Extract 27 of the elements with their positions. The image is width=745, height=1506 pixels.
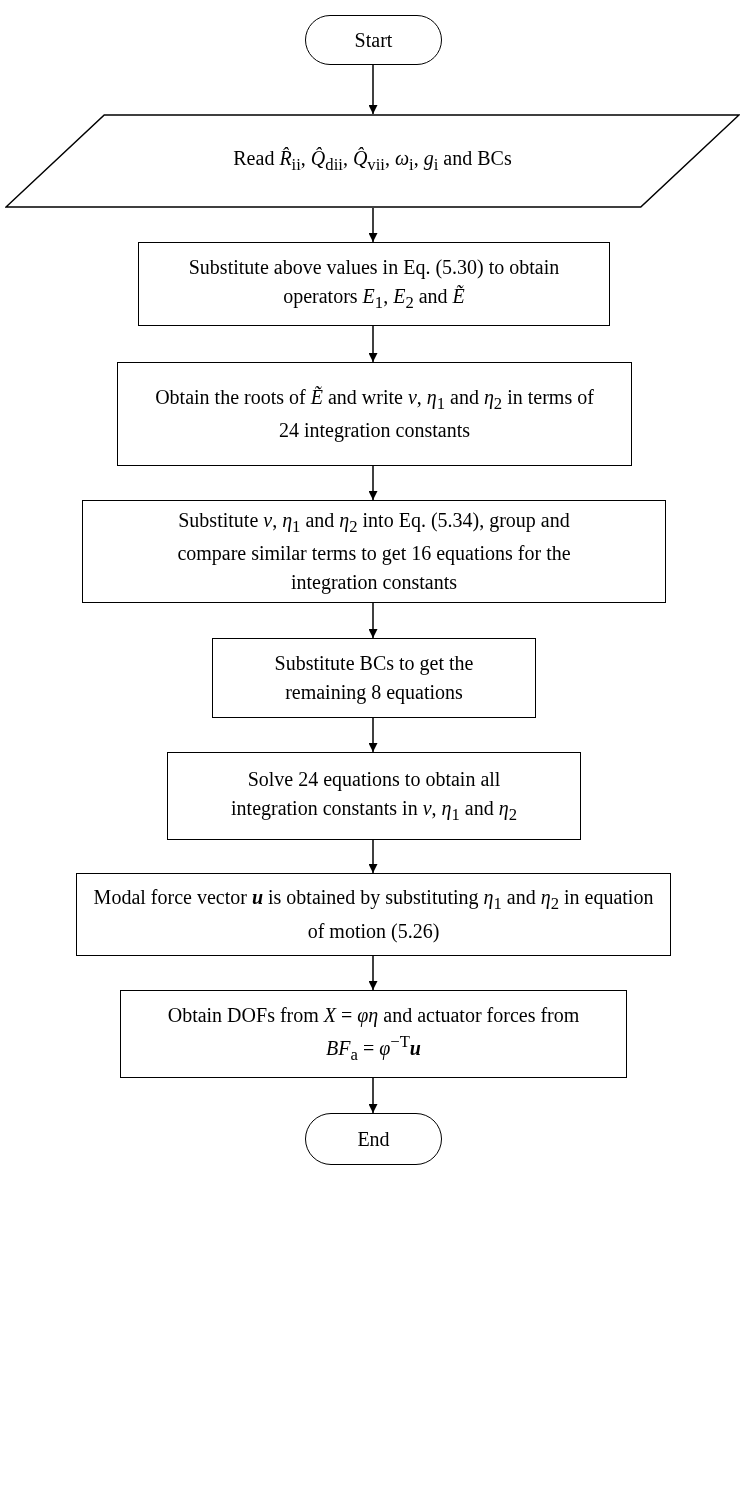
process-box — [76, 873, 671, 956]
step-text: Substitute BCs to get the remaining 8 equations — [273, 651, 475, 706]
step-text: End — [357, 1126, 390, 1152]
process-box — [117, 362, 632, 466]
process-box — [120, 990, 627, 1078]
step-text: Substitute above values in Eq. (5.30) to obtain operators E$_{1}$, E$_{2}$ and Ẽ — [187, 254, 561, 314]
step-text: Modal force vector u is obtained by substituting η$_{1}$ and η$_{2}$ in equation of motion (5.26) — [92, 885, 655, 945]
arrow — [368, 64, 378, 115]
arrow — [368, 465, 378, 501]
step-text: Start — [354, 27, 393, 53]
step-text: Substitute v, η$_{1}$ and η$_{2}$ into Eq. (5.34), group and compare similar terms to get 16 equations for the integration constants — [176, 507, 572, 596]
step-text: Read R̂$_{ii}$, Q̂$_{dii}$, Q̂$_{vii}$, ω$_{i}$, g$_{i}$ and BCs — [233, 146, 512, 177]
process-box — [138, 242, 610, 326]
process-box — [167, 752, 581, 840]
step-text: Solve 24 equations to obtain all integration constants in v, η$_{1}$ and η$_{2}$ — [230, 766, 518, 826]
arrow — [368, 325, 378, 363]
arrow — [368, 839, 378, 874]
arrow — [368, 717, 378, 753]
process-box — [82, 500, 666, 603]
process-box — [212, 638, 536, 718]
step-text: Obtain DOFs from X = φη and actuator forces from BF$_{a}$ = φ$^{−T}$u — [166, 1003, 581, 1066]
arrow — [368, 1077, 378, 1114]
step-text: Obtain the roots of Ẽ and write v, η$_{1}$ and η$_{2}$ in terms of 24 integration constants — [154, 384, 595, 444]
input-parallelogram — [5, 114, 740, 208]
arrow — [368, 602, 378, 639]
arrow — [368, 955, 378, 991]
arrow — [368, 207, 378, 243]
